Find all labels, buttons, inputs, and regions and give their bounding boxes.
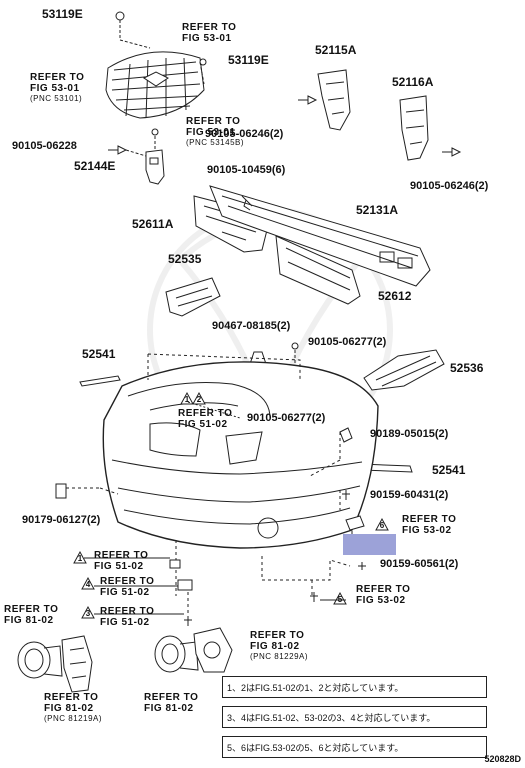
label-52116a[interactable]: 52116A bbox=[392, 75, 434, 89]
label-52541-right[interactable]: 52541 bbox=[432, 463, 466, 477]
highlight-box bbox=[343, 534, 396, 555]
label-53119e-top[interactable]: 53119E bbox=[42, 7, 83, 21]
label-90159-60561[interactable]: 90159-60561(2) bbox=[380, 558, 459, 570]
diagram-code: 520828D bbox=[484, 754, 521, 764]
clip-53119e-right bbox=[199, 58, 207, 66]
label-90105-06246-b[interactable]: 90105-06246(2) bbox=[410, 180, 489, 192]
note-row-2: 3、4はFIG.51-02、53-02の3、4と対応しています。 bbox=[222, 706, 487, 728]
fog-lamp-bracket-right bbox=[193, 627, 233, 673]
label-52131a[interactable]: 52131A bbox=[356, 203, 399, 217]
fog-lamp-bracket-left bbox=[61, 635, 93, 693]
label-90105-06228[interactable]: 90105-06228 bbox=[12, 140, 77, 152]
label-52115a[interactable]: 52115A bbox=[315, 43, 357, 57]
label-52144e[interactable]: 52144E bbox=[74, 159, 116, 173]
note-row-1: 1、2はFIG.51-02の1、2と対応しています。 bbox=[222, 676, 487, 698]
label-52611a[interactable]: 52611A bbox=[132, 217, 174, 231]
triangle-4: 4 bbox=[85, 580, 91, 589]
reinforcement-52131a bbox=[209, 185, 431, 287]
triangle-2: 2 bbox=[196, 395, 202, 404]
label-90189-05015[interactable]: 90189-05015(2) bbox=[370, 428, 449, 440]
note-row-3: 5、6はFIG.53-02の5、6と対応しています。 bbox=[222, 736, 487, 758]
triangle-1: 1 bbox=[184, 395, 190, 404]
label-52612[interactable]: 52612 bbox=[378, 289, 412, 303]
label-90159-60431[interactable]: 90159-60431(2) bbox=[370, 489, 449, 501]
front-grille bbox=[105, 51, 205, 119]
retainer-52535 bbox=[165, 277, 221, 317]
clip-53119e-top bbox=[115, 11, 125, 21]
label-52541-left[interactable]: 52541 bbox=[82, 347, 116, 361]
label-90105-06246-a[interactable]: 90105-06246(2) bbox=[205, 128, 284, 140]
label-90105-06277-b[interactable]: 90105-06277(2) bbox=[247, 412, 326, 424]
strip-52541-left bbox=[79, 375, 121, 387]
label-53119e-right[interactable]: 53119E bbox=[228, 53, 269, 67]
label-90179-06127[interactable]: 90179-06127(2) bbox=[22, 514, 101, 526]
label-52536[interactable]: 52536 bbox=[450, 361, 484, 375]
triangle-5: 5 bbox=[337, 595, 343, 604]
bumper-cover bbox=[102, 361, 379, 549]
bracket-52116a bbox=[399, 95, 429, 161]
fog-lamp-left bbox=[17, 641, 63, 679]
bracket-52144e bbox=[145, 149, 165, 185]
absorber-52612 bbox=[275, 235, 361, 305]
label-52535[interactable]: 52535 bbox=[168, 252, 202, 266]
fog-lamp-right bbox=[154, 635, 199, 673]
bracket-52115a bbox=[317, 69, 351, 131]
label-90105-10459[interactable]: 90105-10459(6) bbox=[207, 164, 286, 176]
label-90105-06277-a[interactable]: 90105-06277(2) bbox=[308, 336, 387, 348]
label-90467-08185[interactable]: 90467-08185(2) bbox=[212, 320, 291, 332]
retainer-52536 bbox=[363, 349, 445, 391]
triangle-6: 6 bbox=[379, 521, 385, 530]
triangle-1b: 1 bbox=[77, 554, 83, 563]
fog-lamp-hole bbox=[257, 517, 279, 539]
triangle-3: 3 bbox=[85, 609, 91, 618]
